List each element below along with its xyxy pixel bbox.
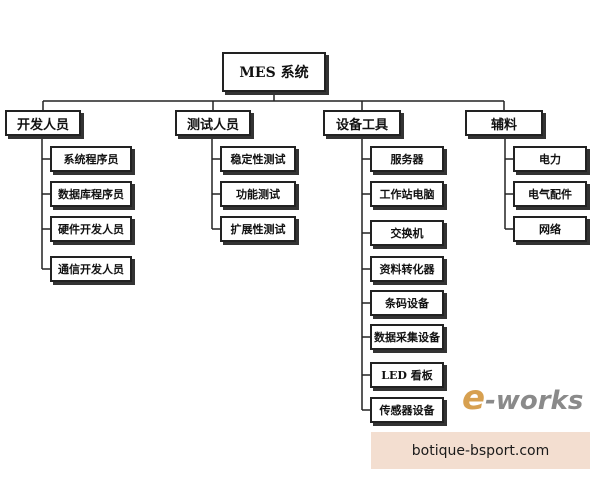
node-function-test: 功能测试 xyxy=(220,181,296,207)
node-power: 电力 xyxy=(513,146,587,172)
category-equipment: 设备工具 xyxy=(323,110,401,136)
node-scalability-test: 扩展性测试 xyxy=(220,216,296,242)
category-developers: 开发人员 xyxy=(5,110,81,136)
node-server: 服务器 xyxy=(370,146,444,172)
node-hardware-developer: 硬件开发人员 xyxy=(50,216,132,242)
node-communication-developer: 通信开发人员 xyxy=(50,256,132,282)
node-barcode-device: 条码设备 xyxy=(370,290,444,316)
node-network: 网络 xyxy=(513,216,587,242)
node-data-acquisition: 数据采集设备 xyxy=(370,324,444,350)
eworks-logo: e-works xyxy=(462,378,584,418)
node-switch: 交换机 xyxy=(370,220,444,246)
node-led-board: LED 看板 xyxy=(370,362,444,388)
category-materials: 辅料 xyxy=(465,110,543,136)
node-workstation: 工作站电脑 xyxy=(370,181,444,207)
category-testers: 测试人员 xyxy=(175,110,251,136)
node-database-programmer: 数据库程序员 xyxy=(50,181,132,207)
root-node: MES 系统 xyxy=(222,52,326,92)
node-system-programmer: 系统程序员 xyxy=(50,146,132,172)
site-banner: botique-bsport.com xyxy=(371,432,590,469)
node-data-converter: 资料转化器 xyxy=(370,256,444,282)
node-stability-test: 稳定性测试 xyxy=(220,146,296,172)
node-electrical-parts: 电气配件 xyxy=(513,181,587,207)
node-sensor-device: 传感器设备 xyxy=(370,397,444,423)
